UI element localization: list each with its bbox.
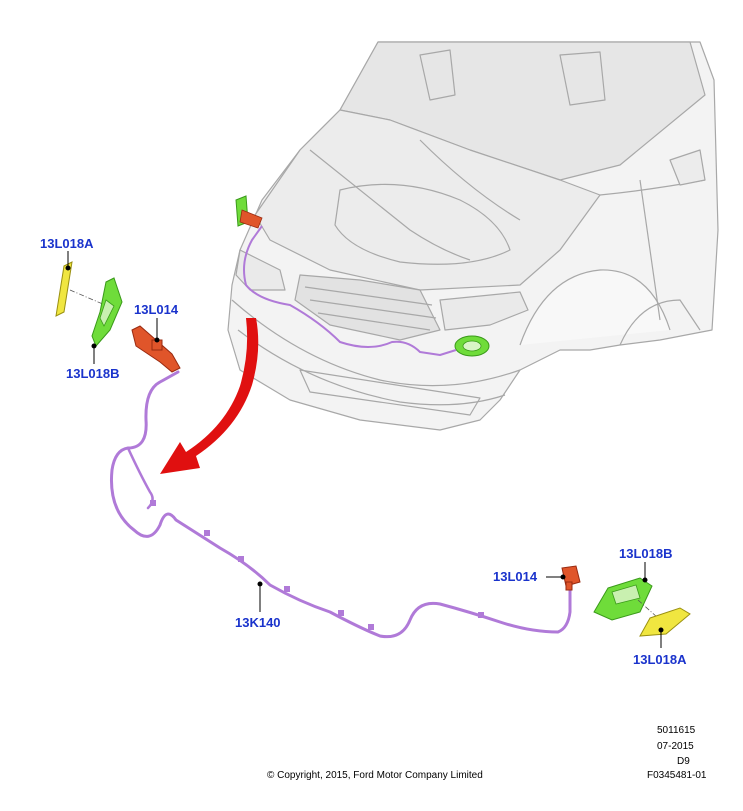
headlamp-left [235,249,286,291]
seat-left [419,49,456,101]
clip [368,624,374,630]
copyright-notice: © Copyright, 2015, Ford Motor Company Li… [267,770,483,781]
mirror [669,149,706,186]
right-lamp-connector [565,581,573,591]
harness-clips [150,500,484,630]
wheel-arch [519,269,671,346]
clip [150,500,156,506]
right-lens-13L018A [639,607,691,637]
clip [238,556,244,562]
leaders-right [546,562,664,648]
vehicle-front-view [227,41,719,431]
leader-dot [257,581,263,587]
bumper-lower [237,329,506,406]
label-harness: 13K140 [235,615,281,630]
car-fog-lamp-right [462,340,482,352]
figure-id: F0345481-01 [647,770,707,781]
leader-dot [560,574,566,580]
car-fog-lamp-left [239,209,263,229]
alignment-line-right [637,599,659,619]
leader-dot [65,265,71,271]
grille-bar-1 [304,286,433,306]
grille-bar-2 [309,299,437,319]
leader-dot [658,627,664,633]
left-bezel-inner [99,299,115,327]
label-left-lamp: 13L014 [134,302,179,317]
hood-inner-panel [334,183,511,265]
alignment-line-left [69,289,113,309]
doc-date: 07-2015 [657,741,694,752]
label-left-lens: 13L018A [40,236,94,251]
doc-code-1: 5011615 [657,725,696,736]
lower-intake [299,369,481,416]
hood-crease-left [309,149,471,261]
clip [284,586,290,592]
leaders-left [65,251,263,612]
clip [338,610,344,616]
right-bezel-inner [611,584,641,605]
headlamp-right [439,291,529,331]
left-lens-13L018A [55,261,73,317]
leader-dot [642,577,648,583]
leader-dot [154,337,160,343]
seat-right [559,51,606,106]
right-lamp-13L014 [561,565,581,587]
car-harness [243,225,457,356]
label-left-bezel: 13L018B [66,366,120,381]
harness-branch [126,446,154,510]
tire [619,299,701,346]
label-right-lens: 13L018A [633,652,687,667]
label-right-lamp: 13L014 [493,569,538,584]
door-line [639,179,661,321]
callout-arrow [160,318,259,474]
doc-code-2: D9 [677,756,690,767]
label-right-bezel: 13L018B [619,546,673,561]
clip [478,612,484,618]
grille-bar-3 [317,312,431,331]
front-bumper [231,299,521,387]
clip [204,530,210,536]
leader-dot [91,343,97,349]
hood-crease-right [419,139,521,221]
